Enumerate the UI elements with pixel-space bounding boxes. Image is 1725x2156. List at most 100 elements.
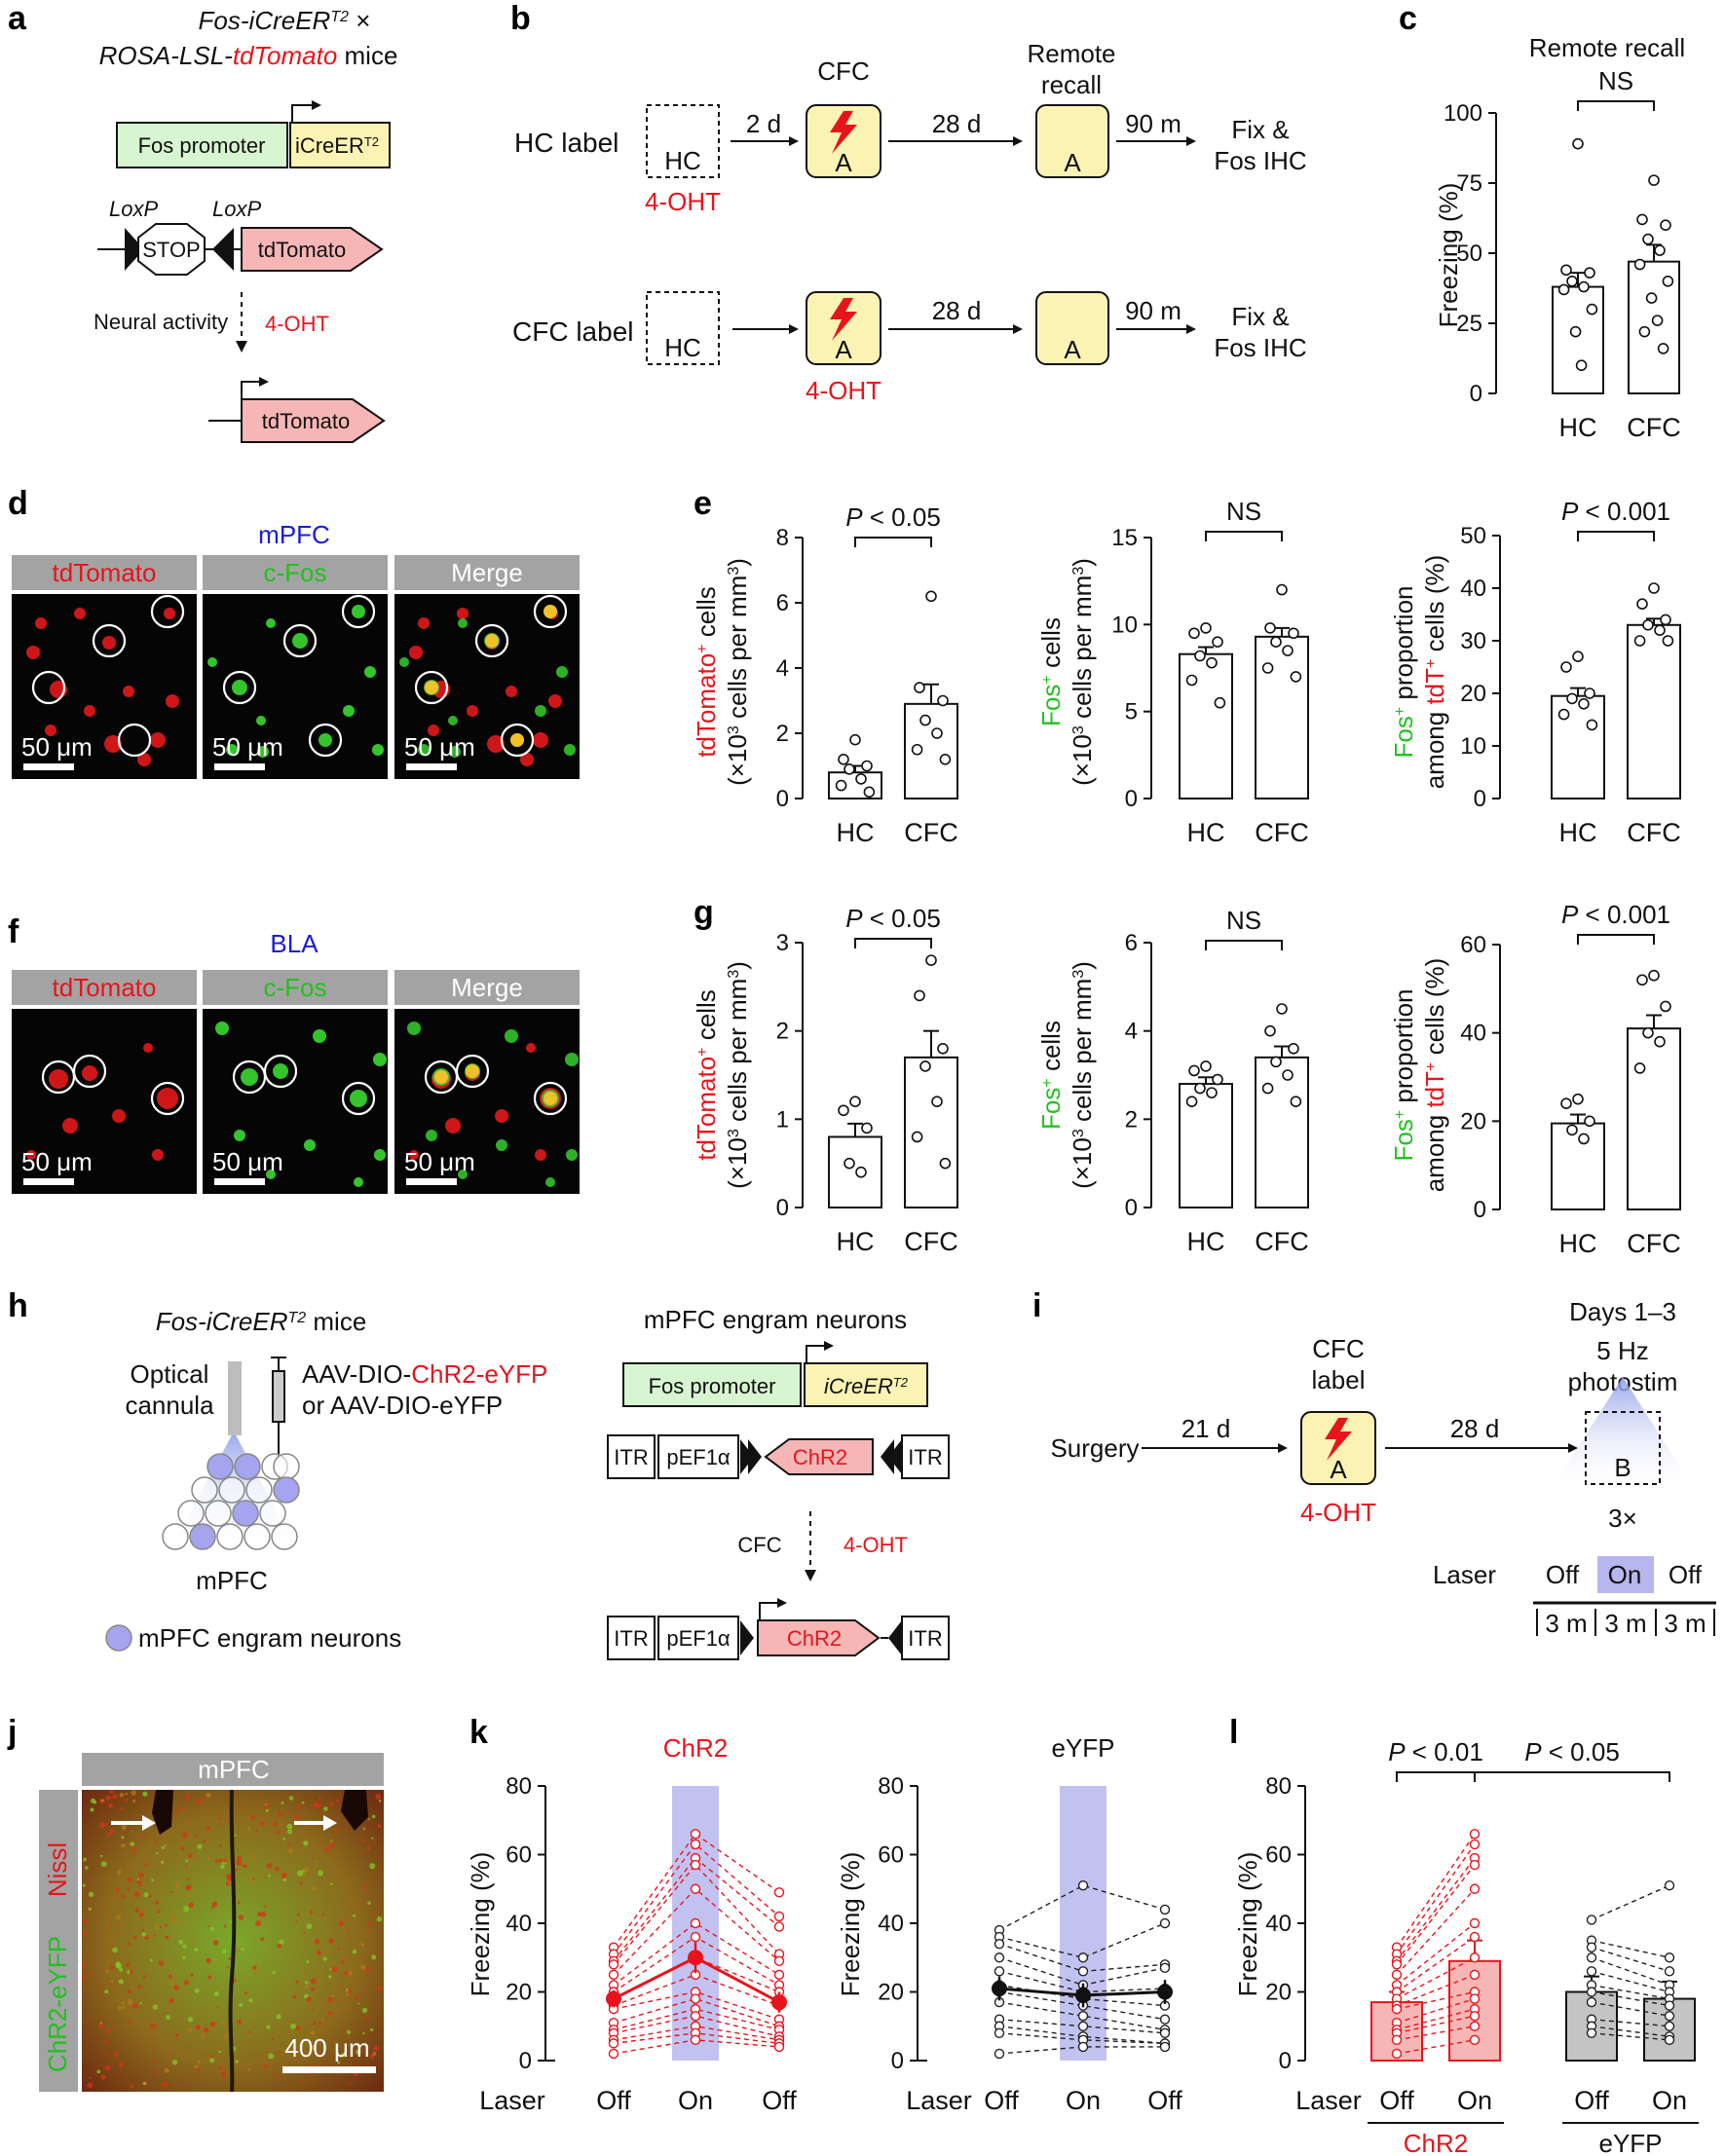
k2-title: eYFP [1051, 1733, 1114, 1763]
a-loxp-2: LoxP [212, 197, 261, 221]
d-red-cell [520, 753, 534, 766]
d-marker-ring [282, 623, 318, 658]
e2-point [1264, 622, 1276, 634]
j-speckle-dot [132, 1935, 137, 1940]
d-red-cell [166, 694, 179, 708]
k2-subject-point [1159, 2027, 1171, 2039]
j-speckle-dot [183, 1906, 190, 1913]
k1-subject-line [613, 1974, 780, 2007]
j-speckle-dot [228, 1957, 232, 1961]
h-chr2-1: ChR2 [793, 1445, 847, 1469]
e1-x-label: CFC [904, 818, 958, 847]
d-red-cell [45, 725, 56, 736]
e1-sig-label: P < 0.05 [845, 502, 941, 532]
f-green-cell [566, 1149, 578, 1161]
j-speckle-dot [164, 1923, 168, 1927]
j-speckle-dot [171, 1914, 175, 1918]
j-speckle-dot [207, 1925, 210, 1928]
l-point-chr2 [1469, 1952, 1481, 1963]
j-speckle-dot [131, 1830, 132, 1833]
j-speckle-dot [178, 1806, 183, 1811]
j-speckle-dot [188, 1853, 193, 1859]
d-red-cell [137, 753, 151, 766]
j-speckle-dot [128, 1997, 131, 2001]
j-speckle-dot [115, 1887, 120, 1892]
h-construct-1: ITR pEF1α ChR2 ITR [607, 1434, 950, 1479]
a-icre-label: iCreERT2 [295, 133, 379, 158]
e2-ylabel: Fos+ cells(×103 cells per mm3) [1036, 558, 1097, 786]
e1-y-tick-label: 6 [776, 590, 789, 616]
j-speckle-dot [331, 1966, 338, 1972]
l-point-chr2 [1469, 1993, 1481, 2004]
k2-y-tick-label: 20 [878, 1980, 904, 2006]
h-neuron [177, 1500, 205, 1527]
h-neuron [216, 1523, 244, 1550]
j-speckle-dot [129, 1969, 133, 1975]
f-marker-ring [341, 1081, 376, 1116]
j-speckle-dot [318, 1797, 321, 1802]
j-speckle-dot [154, 1840, 158, 1843]
e1-y-tick-label: 8 [776, 525, 789, 551]
e2-point [1270, 636, 1282, 649]
e2-ylabel-line1: Fos+ cells [1036, 617, 1066, 726]
d-marker-ring [31, 670, 66, 705]
j-speckle-dot [303, 1840, 309, 1846]
panel-label-d: d [8, 485, 28, 522]
d-green-cell [319, 733, 332, 747]
d-channel-header [394, 555, 580, 590]
j-speckle-dot [174, 2033, 179, 2037]
j-speckle-dot [376, 1916, 383, 1922]
l-pair-line-eyfp [1591, 1984, 1670, 2000]
g2-point [1188, 1064, 1200, 1077]
l-pair-line-chr2 [1396, 1997, 1476, 2024]
j-speckle-dot [295, 2026, 301, 2031]
l-pair-line-eyfp [1591, 1947, 1670, 1973]
l-pair-line-eyfp [1591, 1939, 1670, 1958]
k2-subject-point [994, 2048, 1005, 2060]
d-green-cell [292, 633, 308, 649]
g3-y-tick-label: 40 [1460, 1021, 1486, 1047]
e2-bar [1255, 635, 1309, 800]
d-green-cell [418, 744, 430, 756]
d-green-cell [257, 746, 269, 758]
j-speckle-dot [127, 1888, 130, 1891]
j-speckle-dot [93, 1801, 97, 1804]
g1-point [925, 954, 937, 966]
j-speckle-dot [142, 1835, 145, 1839]
j-speckle-dot [206, 1984, 208, 1987]
k1-subject-point [690, 1859, 701, 1871]
d-green-cell [448, 716, 458, 725]
f-green-cell [266, 1170, 276, 1179]
g3-point [1572, 1093, 1584, 1105]
e1-point [914, 682, 925, 693]
j-speckle-dot [328, 1975, 332, 1979]
c-point [1578, 280, 1590, 293]
j-speckle-dot [226, 1965, 229, 1969]
j-speckle-dot [125, 1962, 130, 1967]
d-merged-cell [544, 605, 557, 618]
j-speckle-dot [329, 1968, 332, 1971]
j-speckle-dot [187, 2027, 193, 2033]
j-speckle-dot [204, 2026, 209, 2033]
j-speckle-dot [241, 1864, 244, 1867]
j-speckle-dot [183, 1980, 190, 1986]
e3-point [1660, 613, 1671, 626]
d-red-cell [150, 732, 166, 748]
j-speckle-dot [362, 2031, 365, 2035]
c-point [1648, 174, 1660, 186]
d-scale-label: 50 μm [404, 732, 475, 762]
e2-point [1290, 671, 1302, 683]
j-speckle-dot [121, 1836, 125, 1840]
g3-bar [1627, 1027, 1681, 1210]
j-speckle-dot [218, 2050, 221, 2054]
d-region: mPFC [258, 520, 330, 549]
j-speckle-dot [290, 2023, 297, 2029]
j-speckle-dot [115, 1933, 118, 1936]
l-pair-line-chr2 [1396, 1843, 1476, 1955]
j-speckle-dot [150, 2023, 157, 2029]
f-channel-label: Merge [451, 973, 523, 1002]
j-speckle-dot [195, 1835, 199, 1838]
f-red-cell [409, 1150, 419, 1160]
j-speckle-dot [341, 1986, 344, 1989]
